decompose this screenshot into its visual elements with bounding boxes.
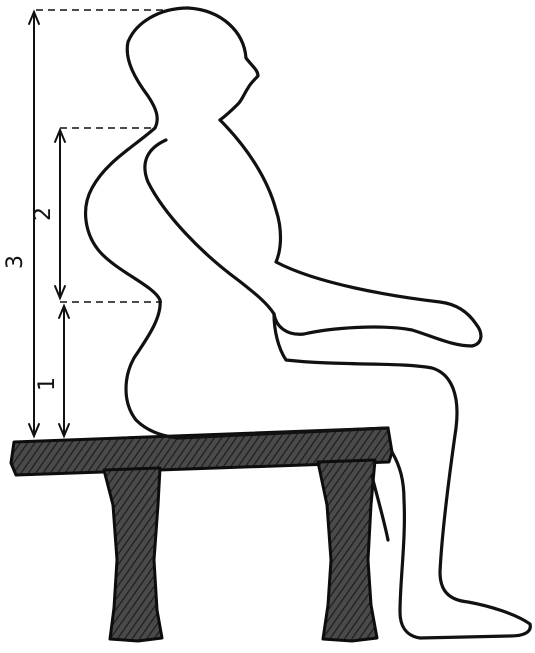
face-outline (188, 8, 258, 120)
bench-leg-left (104, 468, 162, 641)
bench-leg-right (318, 460, 377, 641)
dimension-label-1: 1 (35, 377, 60, 391)
leg-outline (274, 314, 530, 638)
arm-inner-outline (145, 140, 274, 314)
dimension-3-arrow (29, 12, 39, 436)
bench (11, 428, 392, 641)
head-and-torso-outline (86, 8, 388, 438)
arm-outline (220, 120, 481, 346)
dimension-label-2: 2 (31, 207, 56, 221)
dimension-label-3: 3 (3, 255, 28, 269)
calf-back-outline (372, 476, 388, 540)
dimension-guides: 3 2 1 (3, 10, 176, 436)
dimension-2-arrow (55, 130, 65, 298)
dimension-1-arrow (59, 306, 69, 436)
